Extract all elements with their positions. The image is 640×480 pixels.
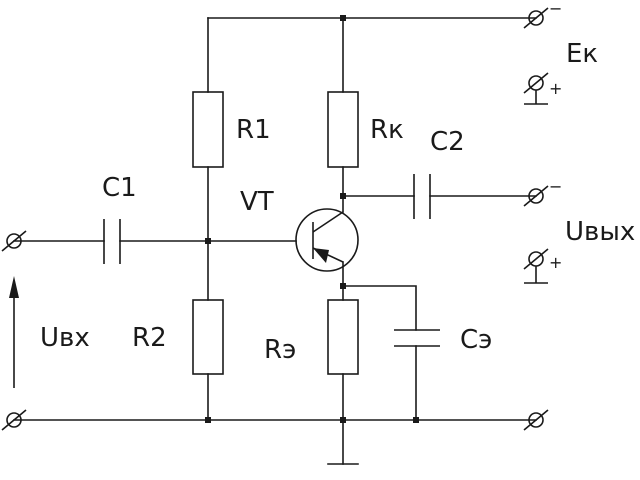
transistor-vt xyxy=(295,208,359,272)
junction-dot xyxy=(340,417,346,423)
terminal-input-top xyxy=(1,230,27,252)
transistor-emitter-arrow xyxy=(313,248,329,263)
label-uvx: Uвх xyxy=(40,323,90,353)
label-ek: Eк xyxy=(566,39,598,69)
resistor-r2 xyxy=(192,299,224,375)
terminal-input-bottom xyxy=(1,409,27,431)
bypass-top-wire xyxy=(342,285,417,331)
transistor-body xyxy=(295,208,359,272)
output-minus-sign: − xyxy=(549,177,562,196)
junction-dot xyxy=(413,417,419,423)
terminal-ground-right xyxy=(523,409,549,431)
label-vt: VT xyxy=(240,187,274,217)
capacitor-c1 xyxy=(103,219,121,264)
transistor-collector-lead xyxy=(312,211,344,233)
junction-dot xyxy=(205,238,211,244)
label-c2: C2 xyxy=(430,127,465,157)
label-r2: R2 xyxy=(132,323,167,353)
terminal-supply-plus xyxy=(523,72,549,105)
label-c1: C1 xyxy=(102,173,137,203)
output-plus-sign: + xyxy=(549,253,562,272)
label-re: Rэ xyxy=(264,335,296,365)
terminal-output-minus xyxy=(523,185,549,207)
label-uvyx: Uвых xyxy=(565,217,635,247)
capacitor-ce xyxy=(394,329,440,347)
junctions xyxy=(205,15,419,423)
wires xyxy=(13,17,537,465)
junction-dot xyxy=(340,193,346,199)
resistor-rk xyxy=(327,91,359,168)
supply-minus-sign: − xyxy=(549,0,562,18)
resistor-re xyxy=(327,299,359,375)
capacitor-c2 xyxy=(413,174,431,219)
resistor-r1 xyxy=(192,91,224,168)
label-r1: R1 xyxy=(236,115,271,145)
input-voltage-arrow xyxy=(9,276,19,388)
label-rk: Rк xyxy=(370,115,404,145)
supply-plus-sign: + xyxy=(549,79,562,98)
junction-dot xyxy=(340,283,346,289)
junction-dot xyxy=(340,15,346,21)
junction-dot xyxy=(205,417,211,423)
terminal-supply-minus xyxy=(523,7,549,29)
terminal-output-plus xyxy=(523,248,549,284)
label-ce: Cэ xyxy=(460,325,492,355)
